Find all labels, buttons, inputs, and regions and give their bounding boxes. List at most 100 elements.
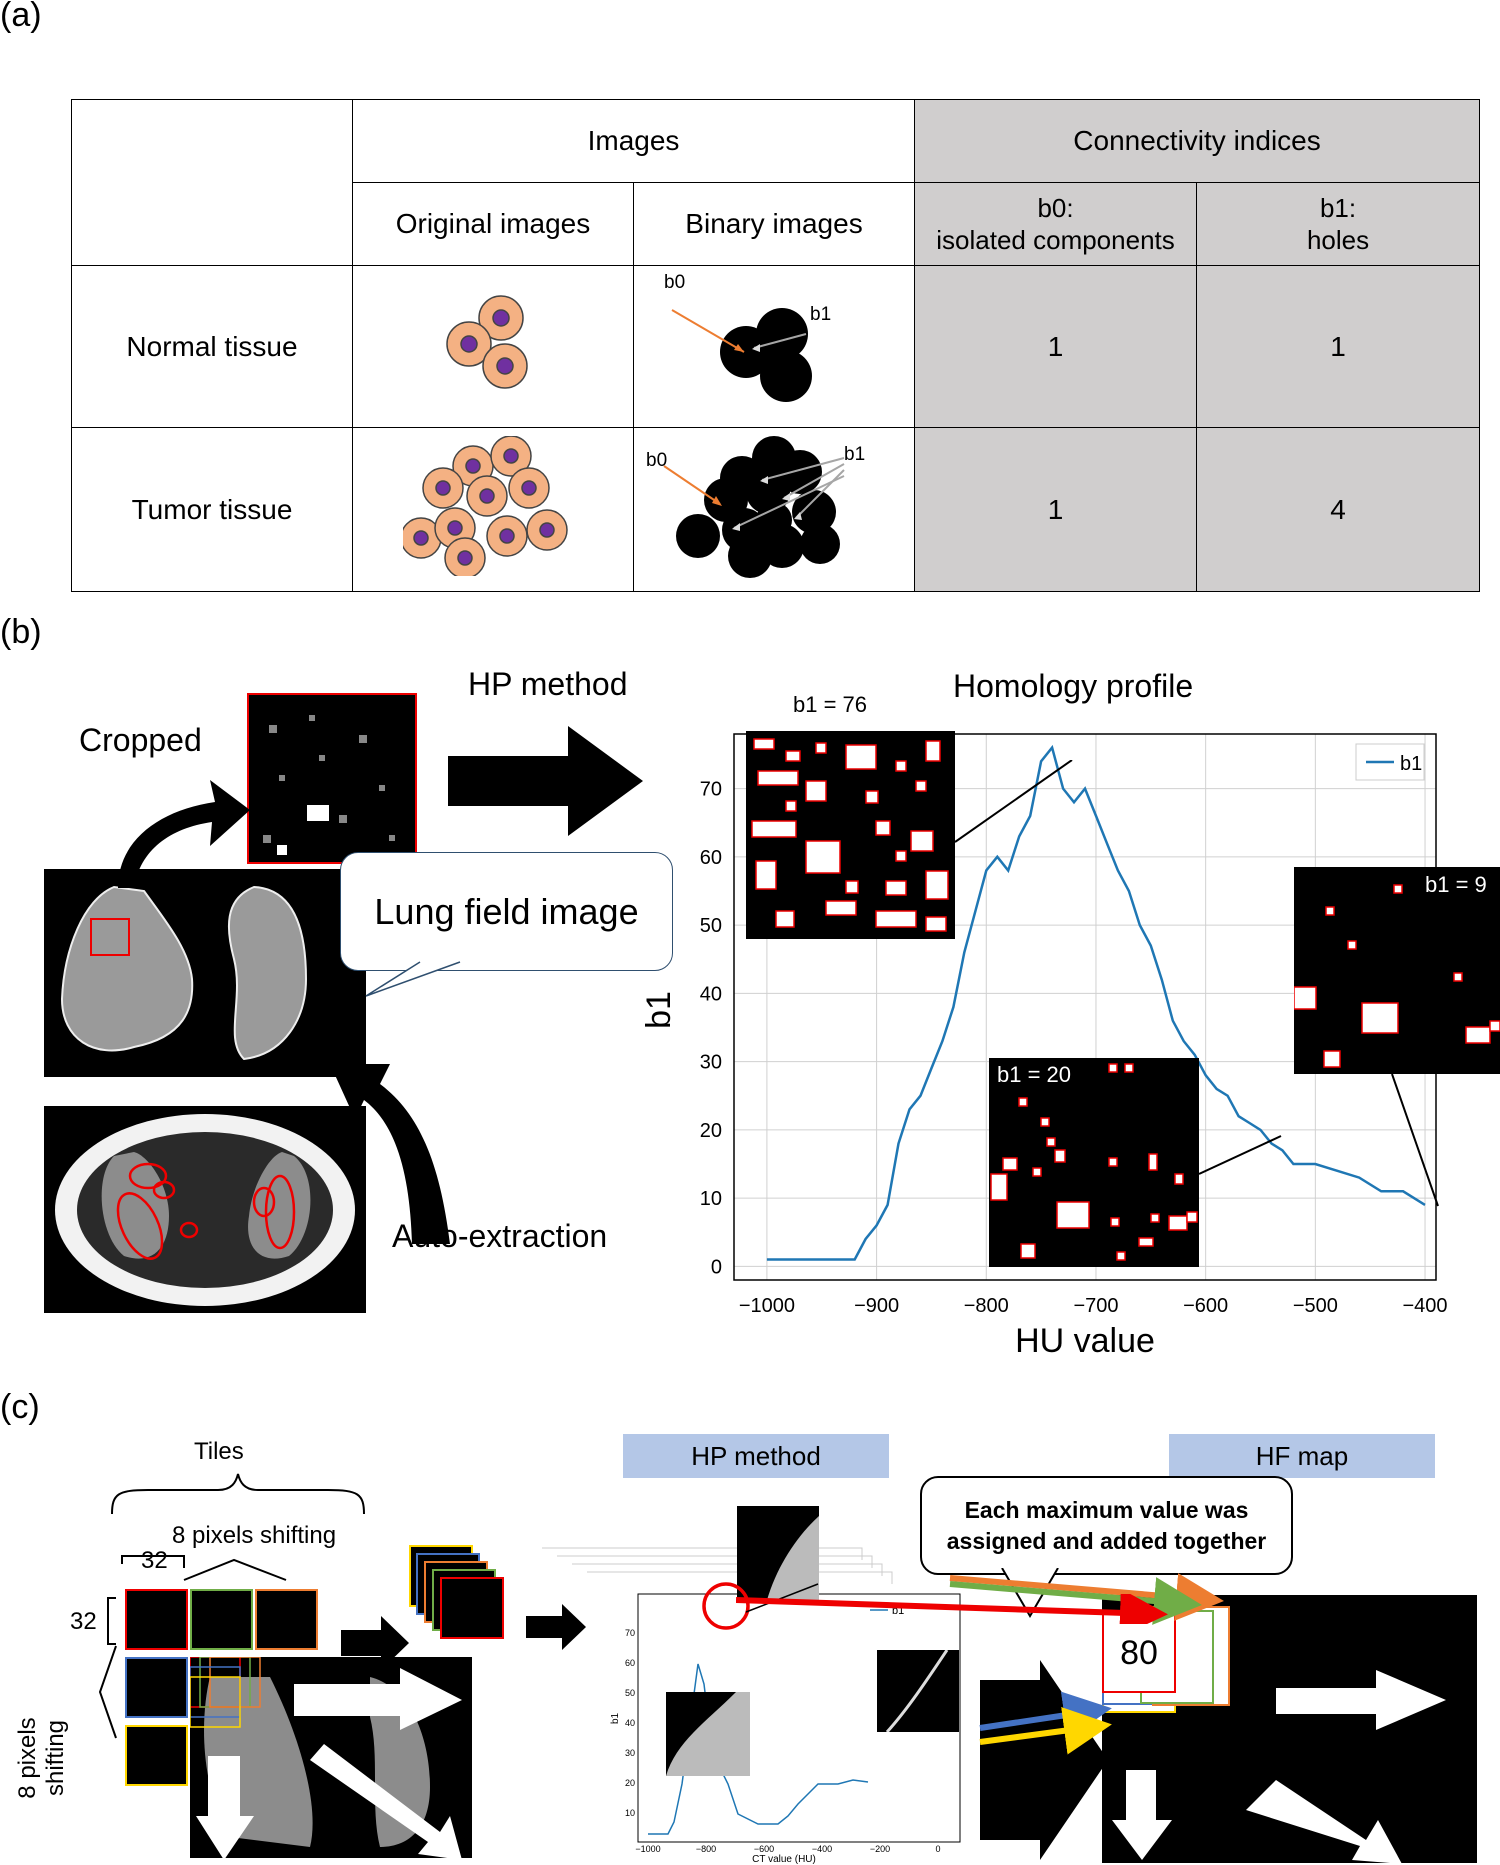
normal-binary-illustration: [671, 308, 812, 402]
mini-y-tick: 70: [625, 1628, 635, 1638]
tile-yellow: [125, 1725, 188, 1786]
value-box-80: 80: [1102, 1613, 1176, 1693]
cropped-label: Cropped: [79, 722, 202, 758]
tumor-binary-image: b0 b1: [632, 427, 916, 592]
tumor-original-image: [352, 427, 634, 592]
ct-axial-shapes: [55, 1114, 355, 1306]
mini-inset-right-shape: [885, 1649, 949, 1734]
x-tick-label: −400: [1403, 1295, 1448, 1317]
normal-binary-image: b0 b1: [632, 265, 916, 428]
chart-title: Homology profile: [953, 668, 1194, 704]
y-tick-label: 10: [700, 1188, 722, 1210]
mini-inset-right: [877, 1649, 959, 1734]
inset-9-leader: [1391, 1074, 1439, 1207]
x-tick-label: −800: [964, 1295, 1009, 1317]
mini-y-tick: 20: [625, 1778, 635, 1788]
panel-label-c: (c): [0, 1388, 40, 1426]
series-line-b1: [766, 744, 1426, 1261]
x-tick-label: −900: [854, 1295, 899, 1317]
max-value-red-arrow: [736, 1594, 1168, 1624]
mini-x-label: CT value (HU): [752, 1854, 816, 1864]
hp-method-bar: HP method: [623, 1434, 889, 1478]
chart-ticks: −1000−900−800−700−600−500−40001020304050…: [700, 779, 1448, 1317]
tiles-to-stack-arrow: [341, 1616, 409, 1670]
header-connectivity: Connectivity indices: [914, 99, 1481, 183]
normal-original-image: [352, 265, 634, 428]
y-tick-label: 60: [700, 847, 722, 869]
tile-blue: [125, 1657, 188, 1718]
col-binary-images: Binary images: [632, 182, 916, 266]
cropped-noise-pattern: [263, 715, 395, 855]
normal-b0-value: 1: [914, 265, 1198, 428]
lung-field-shapes: [60, 885, 308, 1061]
crop-curved-arrow: [118, 780, 250, 888]
x-tick-label: −700: [1073, 1295, 1118, 1317]
tile-brackets: [98, 1555, 287, 1739]
map-white-arrows: [1112, 1670, 1446, 1864]
inset-image-76: [746, 731, 955, 939]
tumor-b1-value: 4: [1196, 427, 1481, 592]
mini-y-tick: 10: [625, 1808, 635, 1818]
tiles-brace: [111, 1473, 365, 1515]
shift-vertical-label: 8 pixels shifting: [14, 1717, 69, 1799]
mini-inset-top-shape: [767, 1516, 819, 1600]
tumor-cells-illustration: [400, 435, 568, 579]
mini-y-tick: 60: [625, 1658, 635, 1668]
inset-label-20: b1 = 20: [997, 1062, 1072, 1087]
chart-legend: b1: [1355, 743, 1425, 781]
hf-map-bar: HF map: [1169, 1434, 1435, 1478]
row-label-normal: Normal tissue: [71, 265, 353, 428]
max-circle-marker: [702, 1582, 819, 1630]
inset-image-20: [989, 1058, 1199, 1267]
col-original-images: Original images: [352, 182, 634, 266]
x-axis-label: HU value: [1015, 1322, 1155, 1360]
tile-orange: [255, 1589, 318, 1650]
ct-axial-image: [44, 1106, 366, 1313]
inset-76-leader: [955, 760, 1073, 843]
mini-inset-left: [666, 1692, 750, 1776]
tumor-b0-annotation: b0: [646, 450, 668, 471]
normal-cells-illustration: [446, 295, 528, 389]
y-tick-label: 70: [700, 779, 722, 801]
connectivity-table: Images Connectivity indices Original ima…: [71, 99, 1481, 592]
inset-76-holes: [751, 738, 949, 932]
mini-inset-left-shape: [666, 1692, 750, 1776]
inset-label-76: b1 = 76: [793, 692, 868, 717]
x-tick-label: −500: [1293, 1295, 1338, 1317]
mini-y-tick: 40: [625, 1718, 635, 1728]
inset-image-9: [1293, 867, 1500, 1074]
homology-profile-chart: −1000−900−800−700−600−500−40001020304050…: [640, 733, 1448, 1360]
max-value-callout: Each maximum value was assigned and adde…: [920, 1476, 1293, 1575]
tile-down-arrow: [196, 1756, 254, 1860]
hp-method-label-b: HP method: [468, 666, 628, 702]
lung-field-image: [44, 869, 366, 1077]
normal-b1-value: 1: [1196, 265, 1481, 428]
mini-y-tick: 50: [625, 1688, 635, 1698]
y-tick-label: 40: [700, 983, 722, 1005]
auto-extraction-arrow: [330, 1064, 450, 1244]
panel-label-b: (b): [0, 613, 42, 651]
col-b1: b1: holes: [1196, 182, 1481, 266]
x-tick-label: −1000: [739, 1295, 795, 1317]
y-axis-label: b1: [640, 991, 678, 1029]
y-tick-label: 20: [700, 1120, 722, 1142]
stacked-chart-frames: [542, 1547, 893, 1584]
tiles-label: Tiles: [194, 1438, 244, 1465]
panel-label-a: (a): [0, 0, 42, 34]
mini-x-tick: −400: [812, 1844, 832, 1854]
cropped-ct-image: [247, 693, 417, 864]
legend-label-b1: b1: [1400, 753, 1422, 775]
table-corner-cell: [71, 99, 353, 266]
tile-red: [125, 1589, 188, 1650]
normal-b1-annotation: b1: [810, 304, 832, 325]
col-b0: b0: isolated components: [914, 182, 1198, 266]
tile-size-label-v: 32: [70, 1608, 97, 1635]
mini-inset-top: [737, 1506, 819, 1600]
tumor-b1-annotation: b1: [844, 444, 866, 465]
shift-horizontal-label: 8 pixels shifting: [172, 1522, 337, 1549]
mini-x-tick: −600: [754, 1844, 774, 1854]
mini-x-tick: 0: [935, 1844, 940, 1854]
inset-20-leader: [1199, 1135, 1282, 1175]
